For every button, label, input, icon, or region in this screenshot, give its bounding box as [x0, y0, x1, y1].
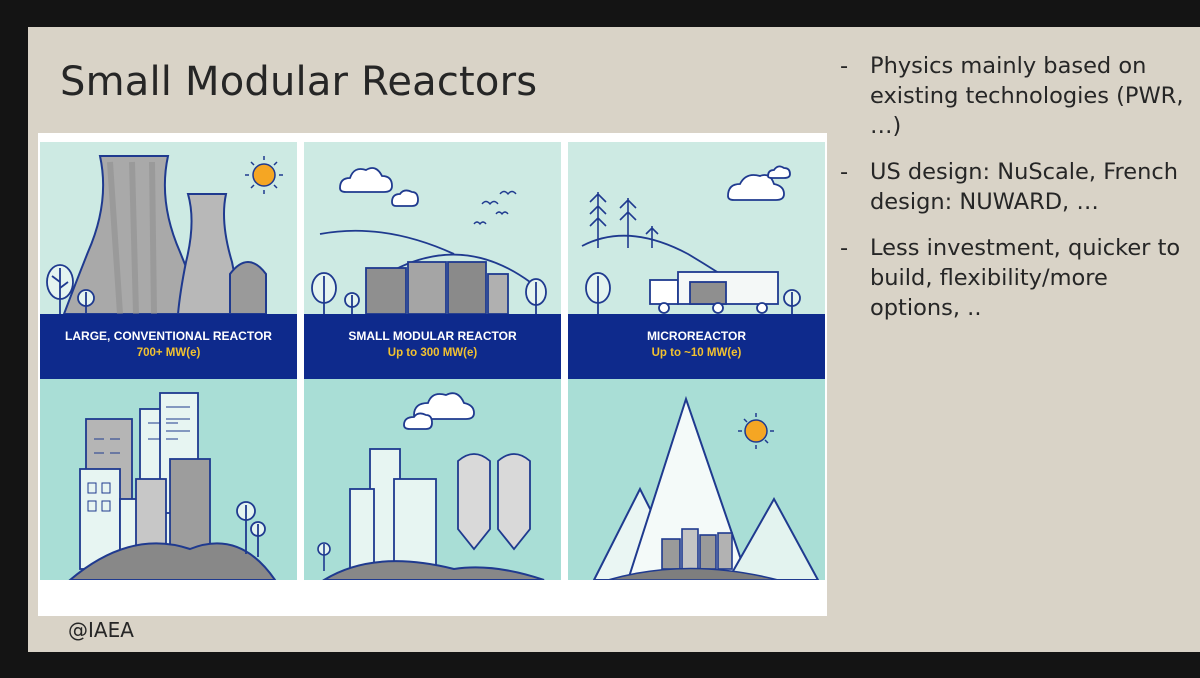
bullet-marker: -	[840, 235, 849, 261]
tree-icon	[317, 542, 331, 571]
cloud-icon	[339, 167, 419, 207]
panel-label: SMALL MODULAR REACTOR	[348, 329, 517, 343]
bullet-item: -Physics mainly based on existing techno…	[840, 51, 1190, 141]
microreactor-plant	[661, 528, 733, 570]
microreactor-illustration	[568, 142, 825, 314]
large-reactor-city-illustration	[40, 379, 297, 580]
slide-title: Small Modular Reactors	[60, 59, 538, 105]
bullet-text: Less investment, quicker to build, flexi…	[870, 235, 1181, 321]
sun-icon	[245, 156, 283, 194]
panel-capacity: Up to ~10 MW(e)	[651, 347, 742, 359]
bullet-item: -Less investment, quicker to build, flex…	[840, 233, 1190, 323]
smr-silos	[457, 453, 531, 551]
bullet-item: -US design: NuScale, French design: NUWA…	[840, 157, 1190, 217]
tree-icon	[46, 264, 95, 314]
smr-illustration	[304, 142, 561, 314]
microreactor-mountain-illustration	[568, 379, 825, 580]
tree-icon	[311, 272, 547, 314]
panel-large-reactor: LARGE, CONVENTIONAL REACTOR 700+ MW(e)	[40, 142, 297, 580]
panel-capacity: Up to 300 MW(e)	[387, 347, 478, 359]
bullet-text: Physics mainly based on existing technol…	[870, 53, 1184, 139]
panel-label-band: LARGE, CONVENTIONAL REACTOR 700+ MW(e)	[40, 314, 297, 379]
bullet-marker: -	[840, 159, 849, 185]
cloud-icon	[403, 392, 475, 430]
panel-label-band: SMALL MODULAR REACTOR Up to 300 MW(e)	[304, 314, 561, 379]
large-reactor-illustration	[40, 142, 297, 314]
hill	[68, 542, 277, 580]
smr-town-illustration	[304, 379, 561, 580]
cloud-icon	[727, 165, 791, 201]
reactor-infographic: LARGE, CONVENTIONAL REACTOR 700+ MW(e)	[38, 133, 827, 616]
credit-text: @IAEA	[68, 618, 134, 642]
pine-tree-icon	[589, 192, 659, 248]
tree-icon	[236, 501, 266, 557]
bullet-marker: -	[840, 53, 849, 79]
hill	[607, 567, 779, 580]
slide: Small Modular Reactors	[28, 27, 1200, 652]
bullet-list: -Physics mainly based on existing techno…	[840, 51, 1190, 339]
bullet-text: US design: NuScale, French design: NUWAR…	[870, 159, 1179, 215]
panel-label: LARGE, CONVENTIONAL REACTOR	[65, 329, 272, 343]
truck-icon	[649, 271, 779, 314]
panel-capacity: 700+ MW(e)	[136, 347, 201, 359]
panel-label-band: MICROREACTOR Up to ~10 MW(e)	[568, 314, 825, 379]
sun-icon	[738, 413, 774, 449]
tree-icon	[585, 272, 801, 314]
reactor-dome	[229, 261, 267, 314]
cooling-tower-small	[176, 193, 242, 314]
panel-microreactor: MICROREACTOR Up to ~10 MW(e)	[568, 142, 825, 580]
smr-modules	[365, 261, 509, 314]
hill	[322, 560, 545, 580]
panel-label: MICROREACTOR	[646, 329, 747, 343]
panel-smr: SMALL MODULAR REACTOR Up to 300 MW(e)	[304, 142, 561, 580]
birds-icon	[473, 190, 517, 226]
